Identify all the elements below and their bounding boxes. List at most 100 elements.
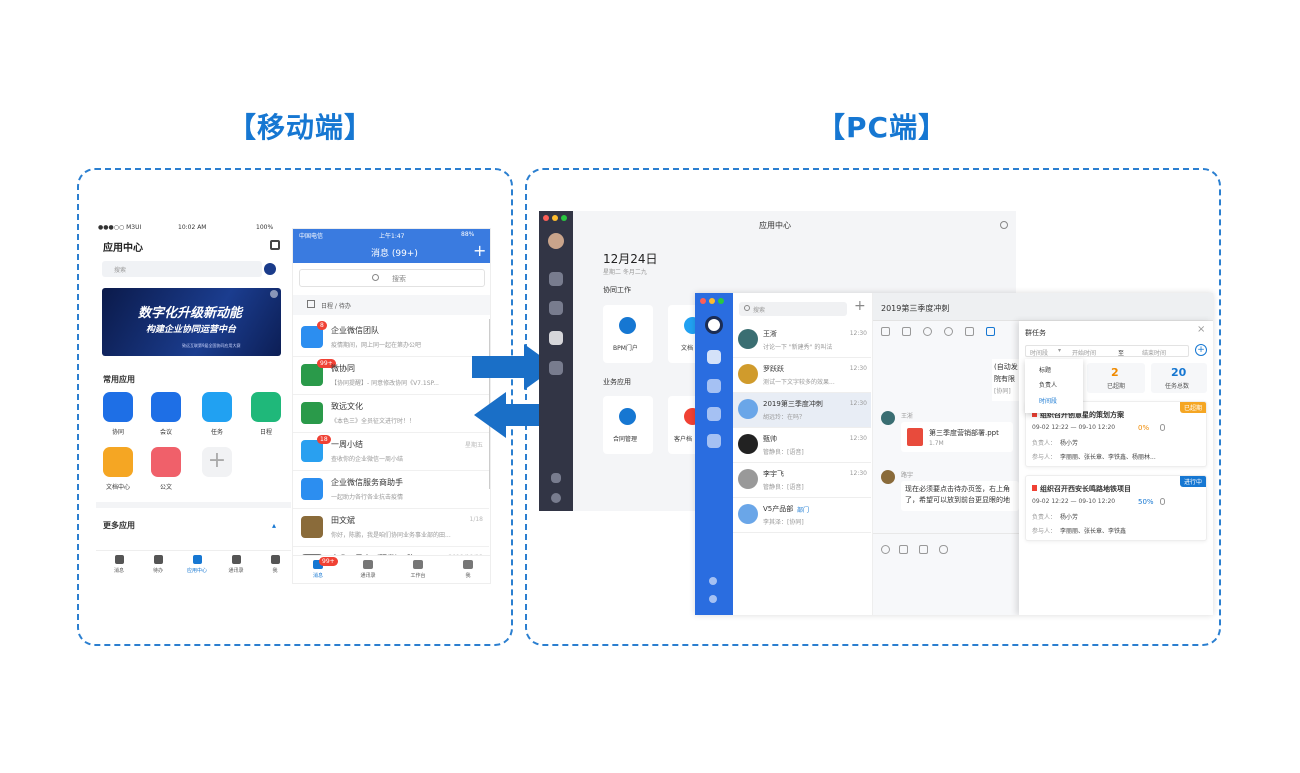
window-title: 应用中心: [759, 221, 791, 230]
chat-nav-icon[interactable]: [549, 272, 563, 286]
grid-menu-icon[interactable]: [270, 240, 280, 250]
banner-close-icon[interactable]: [270, 290, 278, 298]
link-nav-icon[interactable]: [709, 577, 717, 585]
close-icon[interactable]: ×: [1197, 324, 1206, 335]
minimize-dot[interactable]: [552, 215, 558, 221]
chat-row[interactable]: 甄帅管静良：[语音]12:30: [733, 428, 871, 463]
tab-item[interactable]: 工作台: [405, 560, 431, 583]
calendar-icon[interactable]: [965, 327, 974, 336]
sender-name-2: 路宇: [901, 472, 914, 479]
message-row[interactable]: 田文斌你好，陈鹏，我是咱们协同业务事业部的田...1/18: [293, 509, 489, 547]
tab-item[interactable]: 通讯录: [221, 555, 251, 581]
settings-nav-icon[interactable]: [551, 493, 561, 503]
scissors-icon[interactable]: [899, 545, 908, 554]
attachment-icon[interactable]: [939, 545, 948, 554]
banner[interactable]: 数字化升级新动能 构建企业协同运营中台 致远互联第9届全国协同应用大赛: [102, 288, 281, 356]
app-tile[interactable]: 协同: [103, 392, 133, 442]
search-input[interactable]: 搜索: [102, 261, 262, 277]
stat-card-overdue[interactable]: 2 已超期: [1087, 363, 1145, 393]
avatar[interactable]: [548, 233, 564, 249]
app-tile[interactable]: 公文: [151, 447, 181, 497]
time-filter[interactable]: 时间段 ▾ 开始时间 至 结束时间: [1025, 345, 1189, 357]
close-dot[interactable]: [543, 215, 549, 221]
tab-icon: [114, 555, 124, 564]
apps-nav-icon[interactable]: [549, 331, 563, 345]
card-contract[interactable]: 合同管理: [603, 396, 653, 454]
bell-nav-icon[interactable]: [707, 379, 721, 393]
chevron-up-icon[interactable]: ▴: [272, 521, 277, 530]
group-icon[interactable]: [923, 327, 932, 336]
end-time-input[interactable]: 结束时间: [1142, 350, 1167, 357]
tab-item[interactable]: 我: [455, 560, 481, 583]
chat-row[interactable]: 李宇飞管静良：[语音]12:30: [733, 463, 871, 498]
dropdown-option-title[interactable]: 标题: [1039, 367, 1052, 374]
avatar[interactable]: [705, 316, 723, 334]
close-dot[interactable]: [700, 298, 706, 304]
add-icon[interactable]: +: [473, 241, 487, 260]
speaker-icon[interactable]: [881, 327, 890, 336]
minimize-dot[interactable]: [709, 298, 715, 304]
stat-card-total[interactable]: 20 任务总数: [1151, 363, 1207, 393]
common-apps-title: 常用应用: [103, 375, 135, 384]
app-tile[interactable]: 会议: [151, 392, 181, 442]
tab-item[interactable]: 我: [260, 555, 290, 581]
message-row[interactable]: 企业微信服务商助手一起助力各行各业抗击疫情: [293, 471, 489, 509]
tab-icon: [313, 560, 323, 569]
stat-total-label: 任务总数: [1165, 383, 1190, 390]
contacts-nav-icon[interactable]: [549, 361, 563, 375]
dropdown-option-owner[interactable]: 负责人: [1039, 382, 1058, 389]
tab-item[interactable]: 通讯录: [355, 560, 381, 583]
app-icon: [151, 447, 181, 477]
maximize-dot[interactable]: [718, 298, 724, 304]
dropdown-option-period[interactable]: 时间段: [1039, 398, 1058, 405]
gear-icon[interactable]: [1000, 221, 1008, 229]
emoji-icon[interactable]: [881, 545, 890, 554]
clock-icon[interactable]: [944, 327, 953, 336]
tab-item[interactable]: 消息: [104, 555, 134, 581]
search-input[interactable]: 搜索: [739, 302, 847, 316]
message-time: 星期五: [464, 442, 483, 449]
task-members: 李丽丽、张长章、李铁鑫、杨丽林...: [1060, 454, 1156, 461]
search-input[interactable]: 搜索: [299, 269, 485, 287]
chat-row[interactable]: V5产品部部门李其泽：[协同]: [733, 498, 871, 533]
tab-item[interactable]: 待办: [143, 555, 173, 581]
apps-nav-icon[interactable]: [707, 407, 721, 421]
unread-badge: 99+: [317, 359, 336, 368]
app-tile[interactable]: 任务: [202, 392, 232, 442]
contacts-nav-icon[interactable]: [707, 434, 721, 448]
settings-nav-icon[interactable]: [709, 595, 717, 603]
inbox-icon[interactable]: [986, 327, 995, 336]
card-bpm[interactable]: BPM门户: [603, 305, 653, 363]
file-message[interactable]: 第三季度营销部署.ppt 1.7M: [901, 422, 1013, 452]
app-tile[interactable]: 文档中心: [103, 447, 133, 497]
assistant-icon[interactable]: [264, 263, 276, 275]
bell-nav-icon[interactable]: [549, 301, 563, 315]
card-contract-label: 合同管理: [613, 436, 638, 443]
chat-row[interactable]: 2019第三季度冲刺胡远玲：在吗？12:30: [733, 393, 871, 428]
task-panel-title: 群任务: [1025, 329, 1046, 337]
start-time-input[interactable]: 开始时间: [1072, 350, 1097, 357]
add-chat-button[interactable]: +: [854, 298, 866, 314]
app-tile[interactable]: 日程: [251, 392, 281, 442]
contract-icon: [619, 408, 636, 425]
message-row[interactable]: 99+微协同【协同提醒】- 同意修改协同《V7.1SP...: [293, 357, 489, 395]
chat-nav-icon[interactable]: [707, 350, 721, 364]
filter-select[interactable]: 时间段: [1030, 350, 1049, 357]
home-nav-icon[interactable]: [551, 473, 561, 483]
add-task-button[interactable]: +: [1195, 344, 1207, 356]
image-icon[interactable]: [919, 545, 928, 554]
add-app-button[interactable]: +: [202, 447, 232, 477]
section-bar[interactable]: 日程 / 待办: [293, 295, 490, 315]
folder-icon[interactable]: [902, 327, 911, 336]
maximize-dot[interactable]: [561, 215, 567, 221]
section-collab: 协同工作: [603, 286, 631, 294]
message-row[interactable]: 致远文化《本色三》全员征文进行时！！: [293, 395, 489, 433]
tab-item[interactable]: 应用中心: [182, 555, 212, 581]
chat-row[interactable]: 罗跃跃测试一下文字较多的效果...12:30: [733, 358, 871, 393]
